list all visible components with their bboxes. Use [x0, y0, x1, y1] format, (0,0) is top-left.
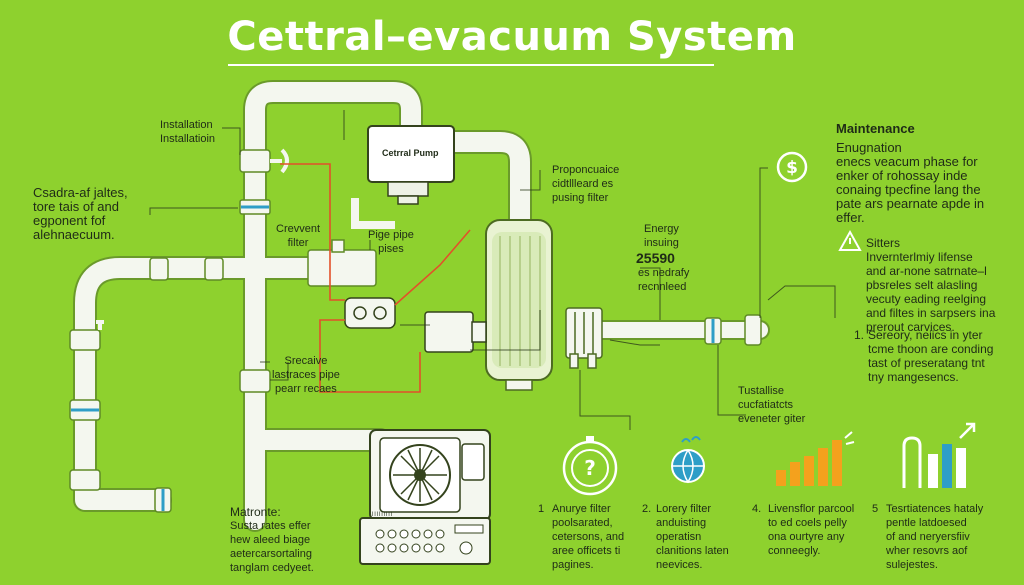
- filter-note-label: Proponcuaice cidtllleard es pusing filte…: [552, 164, 620, 204]
- solvent-filter-icon: [307, 239, 377, 287]
- title-underline: [228, 64, 714, 66]
- total-label: Tustallise cucfatiatcts eveneter giter: [738, 385, 806, 425]
- svg-text:$: $: [786, 158, 798, 178]
- bottom-item-3-number: 4.: [752, 503, 762, 515]
- maintenance-text: Enugnation enecs veacum phase for enker …: [836, 140, 985, 225]
- energy-label: Energy insuing: [644, 223, 679, 249]
- service-pipe-label: Srecaive lastraces pipe pearr recaes: [272, 355, 340, 395]
- sitters-section: Sitters Invernterlmiy lifense and ar-non…: [866, 236, 996, 334]
- maintenance-note: Matronte: Susta rates effer hew aleed bi…: [230, 505, 314, 574]
- question-clock-icon: ?: [562, 436, 618, 496]
- bottom-item-1-number: 1: [538, 503, 545, 515]
- growth-chart-icon: [902, 422, 976, 488]
- bottom-item-2: Lorery filter anduisting operatisn clani…: [656, 503, 729, 571]
- central-pump-icon: [351, 125, 455, 229]
- valve-icon: [96, 148, 289, 330]
- central-pump-label: Cetrral Pump: [382, 148, 439, 158]
- maintenance-heading: Maintenance: [836, 121, 915, 136]
- svg-text:?: ?: [584, 456, 596, 480]
- bottom-item-1: Anurye filter poolsarated, cetersons, an…: [552, 503, 625, 571]
- globe-icon: [671, 436, 705, 484]
- energy-value: 25590: [636, 250, 675, 266]
- numbered-note-number: 1.: [854, 328, 865, 342]
- bottom-item-4: Tesrtiatences hataly pentle latdoesed of…: [886, 503, 984, 571]
- solvent-filter-label: Crevvent filter: [276, 223, 321, 249]
- energy-note: es nedrafy recnnleed: [638, 267, 690, 293]
- bar-chart-icon: [776, 431, 855, 486]
- pipe-system-icon: [73, 80, 770, 532]
- numbered-note: Sereory, neiics in yter tcme thoon are c…: [868, 328, 994, 384]
- vacuum-fan-unit-icon: [359, 429, 491, 565]
- bottom-item-4-number: 5: [872, 503, 879, 515]
- bottom-item-2-number: 2.: [642, 503, 652, 515]
- central-pipes-label: Csadra-af jaltes, tore tais of and egpon…: [33, 185, 128, 242]
- diagram-title: Cettral–evacuum System: [227, 14, 797, 60]
- pipe-pipes-label: Pige pipe pises: [368, 229, 414, 255]
- motor-unit-icon: [344, 297, 487, 353]
- dollar-icon: $: [776, 151, 808, 183]
- installation-label: Installation Installatioin: [160, 119, 216, 145]
- warning-icon: [838, 229, 862, 251]
- bottom-item-3: Livensflor parcool to ed coels pelly ona…: [768, 503, 855, 557]
- filter-canister-icon: [485, 219, 553, 391]
- cartridge-icon: [565, 307, 603, 369]
- panel-label: lllllllll: [372, 512, 393, 518]
- leader-lines: [149, 110, 836, 430]
- wiring: [280, 163, 471, 393]
